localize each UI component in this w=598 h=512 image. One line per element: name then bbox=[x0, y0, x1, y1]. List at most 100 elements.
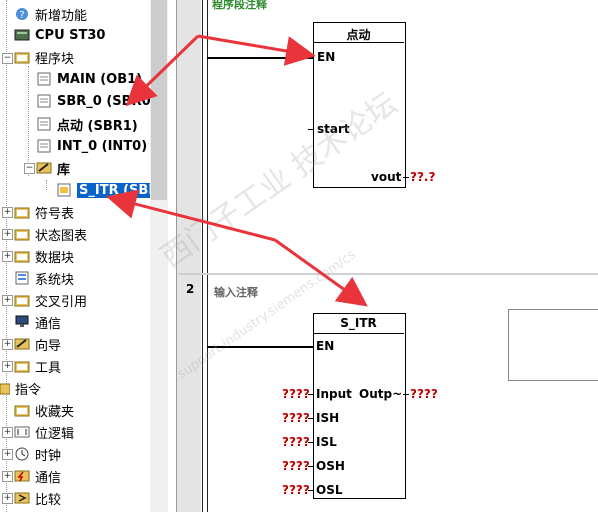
tree-scrollbar-thumb[interactable] bbox=[151, 0, 167, 200]
pin-osh: OSH bbox=[316, 459, 345, 473]
tree-item-cross-reference[interactable]: 交叉引用 bbox=[14, 290, 87, 310]
folder-icon bbox=[14, 361, 30, 373]
tree-item-library[interactable]: 库 bbox=[36, 158, 70, 178]
program-block-icon bbox=[37, 72, 51, 86]
tree-item-status-chart[interactable]: 状态图表 bbox=[14, 224, 87, 244]
tree-item-data-block[interactable]: 数据块 bbox=[14, 246, 74, 266]
expand-icon[interactable]: + bbox=[2, 427, 13, 438]
tree-item-bit-logic[interactable]: 位逻辑 bbox=[14, 422, 74, 442]
pin-vout: vout bbox=[371, 170, 402, 184]
pin-output: Outp~ bbox=[359, 387, 403, 401]
expand-icon[interactable]: + bbox=[2, 449, 13, 460]
network-comment[interactable]: 程序段注释 bbox=[212, 0, 267, 11]
tree-item-label: 工具 bbox=[35, 360, 62, 376]
library-block-icon bbox=[57, 183, 71, 197]
collapse-icon[interactable]: − bbox=[2, 53, 13, 64]
tree-item-label: 指令 bbox=[15, 382, 42, 398]
pin-start: start bbox=[317, 122, 350, 136]
tree-item-s-itr[interactable]: S_ITR (SBR bbox=[56, 180, 161, 200]
expand-icon[interactable]: + bbox=[2, 251, 13, 262]
block-title-divider bbox=[313, 333, 404, 334]
operand-input[interactable]: ???? bbox=[282, 387, 310, 401]
operand-output[interactable]: ???? bbox=[410, 387, 438, 401]
folder-icon bbox=[14, 405, 30, 417]
operand-ish[interactable]: ???? bbox=[282, 411, 310, 425]
tree-item-communication[interactable]: 通信 bbox=[14, 312, 61, 332]
communication-icon bbox=[15, 315, 29, 327]
pin-isl: ISL bbox=[316, 435, 337, 449]
tree-item-label: 新增功能 bbox=[35, 8, 88, 24]
folder-icon bbox=[14, 251, 30, 263]
pin-stub bbox=[308, 442, 314, 443]
network-comment[interactable]: 输入注释 bbox=[214, 286, 258, 299]
library-icon bbox=[36, 162, 52, 174]
arrow-to-en-pin bbox=[197, 34, 316, 66]
tree-connector bbox=[46, 180, 47, 190]
tree-item-label: 比较 bbox=[35, 492, 62, 508]
tree-item-label: 点动 (SBR1) bbox=[57, 118, 138, 134]
tree-item-int0[interactable]: INT_0 (INT0) bbox=[36, 136, 147, 156]
tree-item-label: 通信 bbox=[35, 316, 62, 332]
svg-text:?: ? bbox=[19, 10, 24, 21]
expand-icon[interactable]: + bbox=[2, 295, 13, 306]
empty-element-placeholder[interactable] bbox=[508, 309, 598, 381]
tree-item-label: 库 bbox=[57, 162, 71, 178]
tree-item-symbol-table[interactable]: 符号表 bbox=[14, 202, 74, 222]
subroutine-block-s-itr[interactable] bbox=[313, 313, 406, 499]
tree-item-cpu[interactable]: CPU ST30 bbox=[14, 25, 105, 45]
pin-osl: OSL bbox=[316, 483, 343, 497]
tree-item-sbr0[interactable]: SBR_0 (SBR0) bbox=[36, 91, 157, 111]
system-block-icon bbox=[15, 271, 29, 285]
tree-item-program-blocks[interactable]: 程序块 bbox=[14, 47, 74, 67]
tree-item-label: 程序块 bbox=[35, 51, 75, 67]
tree-item-label: INT_0 (INT0) bbox=[57, 138, 148, 154]
tree-item-label: 通信 bbox=[35, 470, 62, 486]
tree-item-favorites[interactable]: 收藏夹 bbox=[14, 400, 74, 420]
pin-stub bbox=[308, 490, 314, 491]
tree-item-system-block[interactable]: 系统块 bbox=[14, 268, 74, 288]
compare-icon bbox=[14, 492, 30, 504]
operand-osh[interactable]: ???? bbox=[282, 459, 310, 473]
operand-osl[interactable]: ???? bbox=[282, 483, 310, 497]
program-block-icon bbox=[37, 117, 51, 131]
tree-item-label: 收藏夹 bbox=[35, 404, 75, 420]
tree-item-main[interactable]: MAIN (OB1) bbox=[36, 69, 142, 89]
folder-icon bbox=[14, 52, 30, 64]
pin-stub bbox=[308, 129, 314, 130]
expand-icon[interactable]: + bbox=[2, 339, 13, 350]
program-block-icon bbox=[37, 139, 51, 153]
block-title: S_ITR bbox=[340, 316, 377, 330]
pin-stub bbox=[403, 394, 409, 395]
expand-icon[interactable]: + bbox=[2, 471, 13, 482]
tree-item-new-features[interactable]: ? 新增功能 bbox=[14, 4, 87, 24]
tree-item-clock[interactable]: 时钟 bbox=[14, 444, 61, 464]
operand-vout[interactable]: ??.? bbox=[410, 170, 436, 184]
folder-icon bbox=[14, 207, 30, 219]
tree-item-tools[interactable]: 工具 bbox=[14, 356, 61, 376]
expand-icon[interactable]: + bbox=[2, 493, 13, 504]
operand-isl[interactable]: ???? bbox=[282, 435, 310, 449]
pin-en: EN bbox=[316, 339, 335, 353]
tree-item-label: 时钟 bbox=[35, 448, 62, 464]
help-icon: ? bbox=[16, 8, 28, 21]
pin-stub bbox=[308, 418, 314, 419]
tree-item-instructions[interactable]: 指令 bbox=[0, 378, 41, 398]
pin-stub bbox=[308, 466, 314, 467]
tree-item-compare[interactable]: 比较 bbox=[14, 488, 61, 508]
tree-item-wizard[interactable]: 向导 bbox=[14, 334, 61, 354]
cpu-icon bbox=[14, 29, 30, 41]
expand-icon[interactable]: + bbox=[2, 207, 13, 218]
subroutine-block-diandong[interactable] bbox=[313, 22, 406, 188]
pin-ish: ISH bbox=[316, 411, 340, 425]
arrow-to-s-itr-block bbox=[274, 238, 368, 307]
pin-stub bbox=[308, 394, 314, 395]
tree-item-communication-instr[interactable]: 通信 bbox=[14, 466, 61, 486]
tree-item-label: S_ITR (SBR bbox=[77, 182, 161, 198]
tree-item-sbr1[interactable]: 点动 (SBR1) bbox=[36, 114, 138, 134]
collapse-icon[interactable]: − bbox=[24, 163, 35, 174]
expand-icon[interactable]: + bbox=[2, 361, 13, 372]
tree-item-label: MAIN (OB1) bbox=[57, 71, 143, 87]
power-flow-line bbox=[207, 57, 313, 59]
folder-icon bbox=[14, 229, 30, 241]
expand-icon[interactable]: + bbox=[2, 229, 13, 240]
